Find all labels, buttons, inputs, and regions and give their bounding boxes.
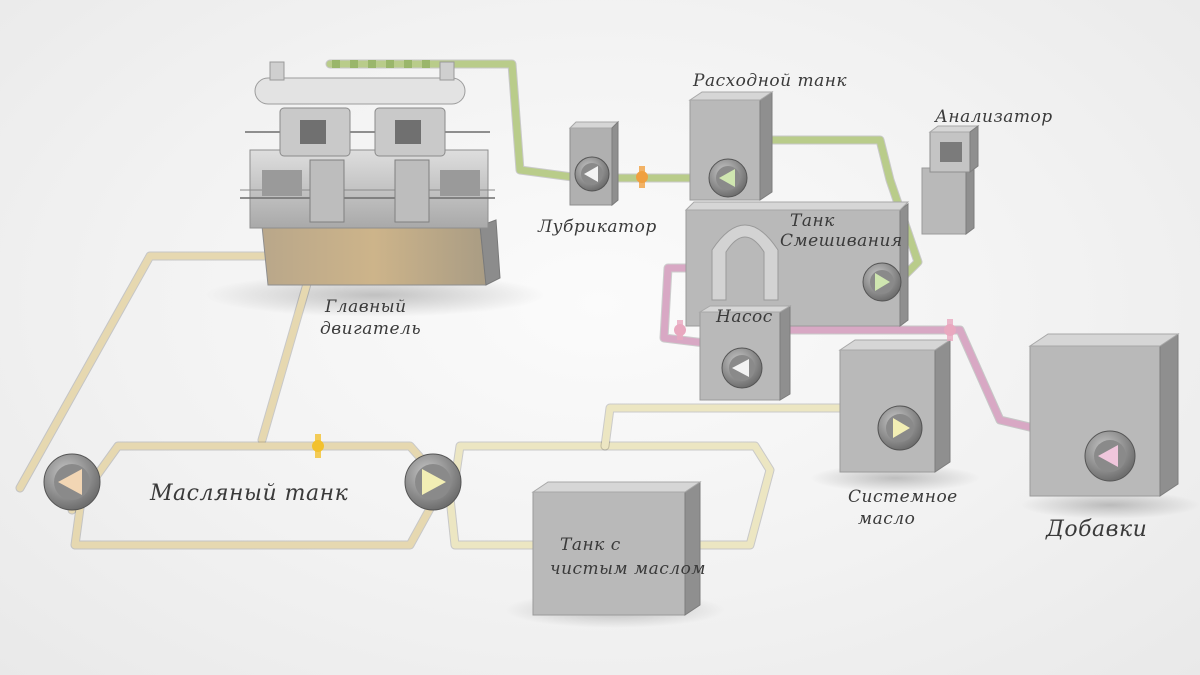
label-service-tank: Расходной танк [692, 71, 847, 91]
valve-icon-system-oil [944, 319, 956, 341]
label-clean-oil-tank-1: Танк с [560, 535, 621, 555]
blend-tank-pump-icon [862, 262, 902, 302]
label-oil-tank: Масляный танк [149, 481, 349, 506]
system-oil-tank [838, 339, 952, 473]
additives-shadow [1020, 491, 1200, 519]
valve-icon-pump [674, 320, 686, 340]
lubricator [568, 120, 620, 207]
service-tank [688, 91, 774, 201]
pump-unit-pump-icon [721, 347, 763, 389]
additives-pump-icon [1084, 430, 1136, 482]
lubricator-pump-icon [574, 156, 610, 192]
system-oil-pump-icon [877, 405, 923, 451]
main-engine [240, 60, 501, 286]
analyzer [921, 125, 980, 235]
additives-tank [1028, 333, 1180, 497]
oil-tank-right-pump-icon [404, 453, 462, 511]
label-analyzer: Анализатор [934, 107, 1053, 127]
analyzer-screen [940, 142, 962, 162]
label-pump: Насос [715, 307, 773, 327]
scavenge-receiver [254, 77, 466, 105]
label-system-oil-2: масло [858, 509, 915, 529]
valve-icon-oil-tank [312, 434, 324, 458]
label-additives: Добавки [1045, 517, 1147, 542]
engine-base [261, 225, 487, 286]
label-main-engine-1: Главный [324, 297, 407, 317]
oil-tank-left-pump-icon [43, 453, 101, 511]
engine-base-side [479, 219, 501, 286]
label-clean-oil-tank-2: чистым маслом [550, 559, 706, 579]
label-blend-tank-1: Танк [790, 211, 835, 231]
clean-oil-tank [531, 481, 702, 616]
label-blend-tank-2: Смешивания [780, 231, 903, 251]
service-tank-pump-icon [708, 158, 748, 198]
label-main-engine-2: двигатель [320, 319, 421, 339]
label-lubricator: Лубрикатор [537, 217, 657, 237]
pump-arch [711, 224, 779, 301]
label-system-oil-1: Системное [848, 487, 958, 507]
valve-icon-lubricator [636, 166, 648, 188]
pump-unit [698, 224, 792, 401]
